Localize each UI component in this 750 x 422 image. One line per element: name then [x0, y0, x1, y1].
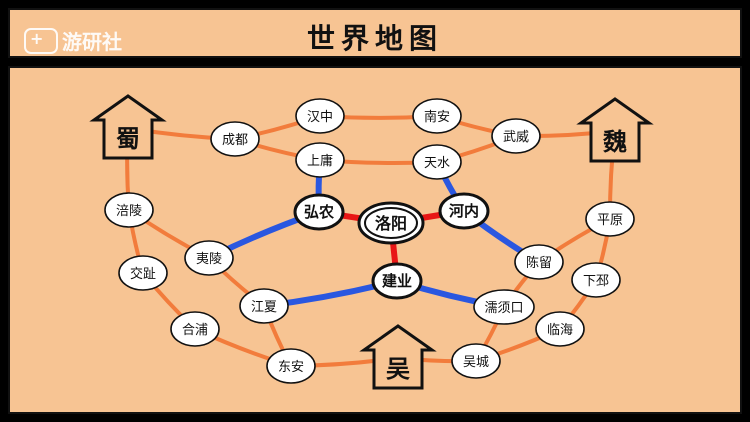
city-hongnong-label: 弘农 — [304, 203, 334, 221]
city-henei-label: 河内 — [449, 202, 479, 220]
city-wuwei-node — [491, 118, 541, 154]
city-jiaozhi-label: 交趾 — [130, 266, 156, 282]
kingdom-wei-label: 魏 — [602, 128, 627, 156]
capital-label: 洛阳 — [375, 214, 407, 233]
city-chengdu[interactable]: 成都 — [210, 121, 260, 157]
city-shangyong-node — [295, 142, 345, 178]
city-jianye-node — [371, 262, 423, 300]
city-hanzhong[interactable]: 汉中 — [295, 98, 345, 134]
city-dongan-label: 东安 — [278, 360, 304, 375]
city-pingyuan-node — [585, 201, 635, 237]
city-wuwei[interactable]: 武威 — [491, 118, 541, 154]
page-title: 世界地图 — [306, 22, 443, 55]
city-dongan-node — [266, 348, 316, 384]
city-fuling-node — [104, 192, 154, 228]
city-chengdu-label: 成都 — [222, 133, 248, 148]
city-linhai[interactable]: 临海 — [535, 311, 585, 347]
world-map-board: 蜀 魏吴 汉中 南安成都 武威上庸 天水弘农 河内 涪陵平原交趾 夷陵 陈留下邳 建业江夏 濡须口合… — [8, 66, 742, 414]
kingdom-wei[interactable]: 魏 — [576, 97, 654, 163]
kingdom-shu-house-icon — [89, 94, 167, 160]
city-hongnong-node — [293, 193, 345, 231]
city-xiapi[interactable]: 下邳 — [571, 262, 621, 298]
city-wucheng-node — [451, 343, 501, 379]
city-hanzhong-node — [295, 98, 345, 134]
city-jiaozhi[interactable]: 交趾 — [118, 255, 168, 291]
gamepad-icon — [24, 27, 58, 54]
city-jiangxia-node — [239, 288, 289, 324]
city-xiapi-node — [571, 262, 621, 298]
capital-inner-ring — [364, 207, 418, 239]
city-ruxukou-node — [473, 289, 535, 325]
city-nanan[interactable]: 南安 — [412, 98, 462, 134]
city-yiling[interactable]: 夷陵 — [184, 240, 234, 276]
city-tianshui-label: 天水 — [424, 156, 450, 171]
kingdom-wu-label: 吴 — [386, 355, 410, 383]
city-ruxukou[interactable]: 濡须口 — [473, 289, 535, 325]
city-wuwei-label: 武威 — [503, 130, 529, 145]
city-hepu-label: 合浦 — [182, 323, 208, 338]
city-fuling-label: 涪陵 — [116, 204, 142, 219]
city-linhai-node — [535, 311, 585, 347]
city-hongnong[interactable]: 弘农 — [293, 193, 345, 231]
city-dongan[interactable]: 东安 — [266, 348, 316, 384]
city-nanan-label: 南安 — [424, 109, 450, 125]
city-nanan-node — [412, 98, 462, 134]
city-wucheng-label: 吴城 — [463, 355, 489, 370]
city-hepu-node — [170, 311, 220, 347]
city-chenliu-label: 陈留 — [526, 255, 552, 271]
city-chenliu[interactable]: 陈留 — [514, 244, 564, 280]
city-shangyong[interactable]: 上庸 — [295, 142, 345, 178]
city-jianye-label: 建业 — [382, 272, 412, 290]
city-jiangxia[interactable]: 江夏 — [239, 288, 289, 324]
kingdom-bases: 蜀 魏吴 — [89, 94, 654, 390]
city-pingyuan[interactable]: 平原 — [585, 201, 635, 237]
city-tianshui[interactable]: 天水 — [412, 144, 462, 180]
city-jianye[interactable]: 建业 — [371, 262, 423, 300]
city-henei[interactable]: 河内 — [438, 192, 490, 230]
city-shangyong-label: 上庸 — [307, 153, 333, 169]
city-jiaozhi-node — [118, 255, 168, 291]
city-hepu[interactable]: 合浦 — [170, 311, 220, 347]
city-pingyuan-label: 平原 — [597, 213, 623, 228]
city-hanzhong-label: 汉中 — [307, 110, 333, 125]
kingdom-wu-house-icon — [359, 324, 437, 390]
city-chengdu-node — [210, 121, 260, 157]
city-chenliu-node — [514, 244, 564, 280]
kingdom-shu-label: 蜀 — [116, 125, 140, 153]
title-bar: 游研社 世界地图 — [8, 8, 742, 58]
city-linhai-label: 临海 — [547, 323, 573, 338]
watermark: 游研社 — [24, 26, 122, 55]
capital-node[interactable]: 洛阳 — [357, 201, 425, 245]
city-tianshui-node — [412, 144, 462, 180]
watermark-text: 游研社 — [62, 30, 122, 54]
city-jiangxia-label: 江夏 — [251, 300, 277, 315]
kingdom-wu[interactable]: 吴 — [359, 324, 437, 390]
city-yiling-label: 夷陵 — [196, 251, 222, 267]
city-yiling-node — [184, 240, 234, 276]
kingdom-wei-house-icon — [576, 97, 654, 163]
city-ruxukou-label: 濡须口 — [484, 301, 523, 316]
kingdom-shu[interactable]: 蜀 — [89, 94, 167, 160]
city-henei-node — [438, 192, 490, 230]
city-wucheng[interactable]: 吴城 — [451, 343, 501, 379]
city-xiapi-label: 下邳 — [583, 274, 609, 289]
city-fuling[interactable]: 涪陵 — [104, 192, 154, 228]
